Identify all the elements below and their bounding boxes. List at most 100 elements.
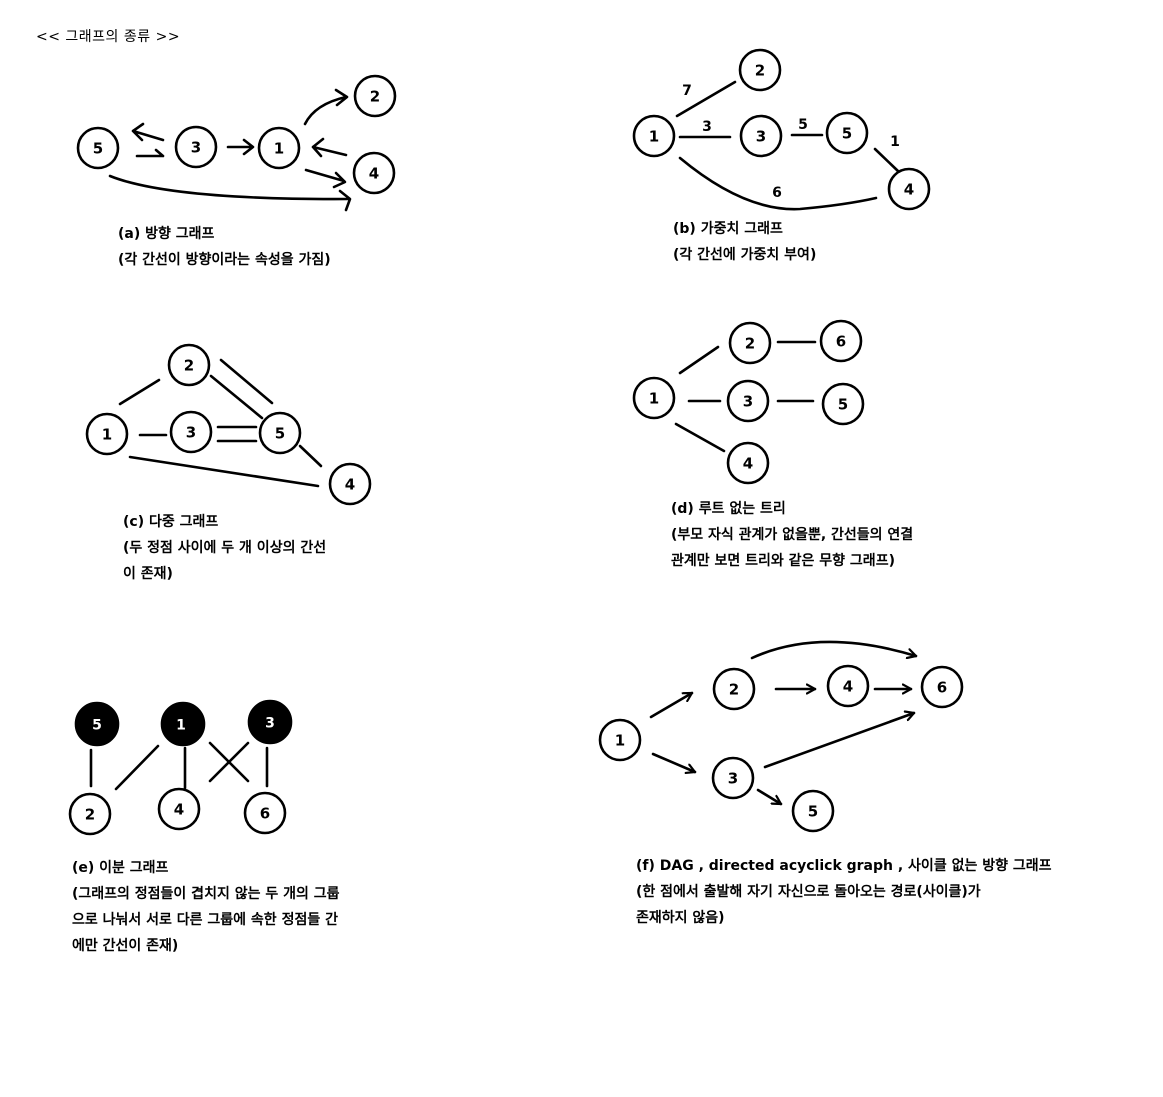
node-d-5-label: 5 xyxy=(838,396,848,414)
edge-c-2-5-b xyxy=(209,374,264,420)
node-e-1 xyxy=(160,701,206,747)
node-a-5 xyxy=(76,126,120,170)
node-a-1-label: 1 xyxy=(274,140,284,158)
caption-a-line-2: (각 간선이 방향이라는 속성을 가짐) xyxy=(118,252,331,268)
node-b-5-label: 5 xyxy=(842,125,852,143)
node-e-4 xyxy=(157,787,201,831)
node-e-6 xyxy=(243,791,287,835)
node-d-1 xyxy=(632,376,676,420)
caption-d-line-3: 관계만 보면 트리와 같은 무향 그래프) xyxy=(671,553,895,569)
node-b-5 xyxy=(825,111,869,155)
node-d-6 xyxy=(819,319,863,363)
caption-e-line-1: (e) 이분 그래프 xyxy=(72,860,169,876)
node-e-5-label: 5 xyxy=(92,718,102,734)
caption-d-line-2: (부모 자식 관계가 없을뿐, 간선들의 연결 xyxy=(671,527,914,543)
edge-f-1-2 xyxy=(649,691,694,719)
edge-a-3-5 xyxy=(131,122,165,142)
node-d-2-label: 2 xyxy=(745,335,755,353)
weight-b-5-4: 1 xyxy=(890,134,900,150)
node-f-3-label: 3 xyxy=(728,770,738,788)
edge-e-3-4 xyxy=(208,741,250,783)
node-e-1-label: 1 xyxy=(176,718,186,734)
caption-c-line-1: (c) 다중 그래프 xyxy=(123,514,219,530)
caption-f-line-3: 존재하지 않음) xyxy=(636,910,725,926)
node-f-1 xyxy=(598,718,642,762)
edge-d-1-4 xyxy=(674,422,726,453)
node-f-2 xyxy=(712,667,756,711)
node-a-1 xyxy=(257,126,301,170)
edge-f-2-6 xyxy=(750,640,918,660)
edge-a-1-4 xyxy=(304,168,347,189)
graph-d-unrooted-tree: 2 6 1 3 5 4 xyxy=(632,319,865,485)
node-f-2-label: 2 xyxy=(729,681,739,699)
caption-f-line-1: (f) DAG , directed acyclick graph , 사이클 … xyxy=(636,858,1052,874)
node-a-2 xyxy=(353,74,397,118)
node-c-4-label: 4 xyxy=(345,476,355,494)
node-c-2 xyxy=(167,343,211,387)
caption-f-line-2: (한 점에서 출발해 자기 자신으로 돌아오는 경로(사이클)가 xyxy=(636,884,981,900)
node-f-1-label: 1 xyxy=(615,732,625,750)
node-a-5-label: 5 xyxy=(93,140,103,158)
weight-b-1-3: 3 xyxy=(702,119,712,135)
edge-b-5-4 xyxy=(873,147,901,174)
edge-c-1-2 xyxy=(118,378,161,406)
node-d-4 xyxy=(726,441,770,485)
node-f-3 xyxy=(711,756,755,800)
caption-d: (d) 루트 없는 트리 (부모 자식 관계가 없을뿐, 간선들의 연결 관계만… xyxy=(671,496,913,574)
graph-a-directed: 5 3 1 2 4 xyxy=(76,74,397,212)
node-d-4-label: 4 xyxy=(743,455,753,473)
caption-b-line-1: (b) 가중치 그래프 xyxy=(673,221,783,237)
caption-c-line-2: (두 정점 사이에 두 개 이상의 간선 xyxy=(123,540,327,556)
node-f-6-label: 6 xyxy=(937,679,947,697)
caption-e-line-4: 에만 간선이 존재) xyxy=(72,938,179,954)
graph-f-dag: 2 4 6 1 3 5 xyxy=(598,640,964,833)
node-c-2-label: 2 xyxy=(184,357,194,375)
node-e-6-label: 6 xyxy=(260,805,270,823)
edge-a-5-4 xyxy=(108,174,352,212)
edge-c-2-5-a xyxy=(219,358,274,405)
caption-c: (c) 다중 그래프 (두 정점 사이에 두 개 이상의 간선 이 존재) xyxy=(123,509,326,587)
page-title: << 그래프의 종류 >> xyxy=(36,29,181,45)
edge-f-3-6 xyxy=(763,713,916,769)
node-a-4 xyxy=(352,151,396,195)
node-b-2-label: 2 xyxy=(755,62,765,80)
node-a-3-label: 3 xyxy=(191,139,201,157)
edge-e-1-2 xyxy=(114,744,160,791)
edge-c-1-4 xyxy=(128,455,320,488)
edge-f-1-3 xyxy=(651,752,697,772)
edge-b-1-4 xyxy=(678,156,878,211)
caption-e: (e) 이분 그래프 (그래프의 정점들이 겹치지 않는 두 개의 그룹 으로 … xyxy=(72,855,339,959)
node-f-4 xyxy=(826,664,870,708)
node-d-1-label: 1 xyxy=(649,390,659,408)
node-e-3 xyxy=(247,699,293,745)
edge-b-1-2 xyxy=(675,80,737,118)
node-b-2 xyxy=(738,48,782,92)
weight-b-1-4: 6 xyxy=(772,185,782,201)
node-c-5-label: 5 xyxy=(275,425,285,443)
graph-b-weighted: 7 3 5 1 6 1 2 3 5 4 xyxy=(632,48,931,211)
caption-b: (b) 가중치 그래프 (각 간선에 가중치 부여) xyxy=(673,216,816,268)
graph-c-multigraph: 2 1 3 5 4 xyxy=(85,343,372,506)
node-b-4-label: 4 xyxy=(904,181,914,199)
node-f-4-label: 4 xyxy=(843,678,853,696)
node-c-1-label: 1 xyxy=(102,426,112,444)
caption-a: (a) 방향 그래프 (각 간선이 방향이라는 속성을 가짐) xyxy=(118,221,331,273)
node-d-3 xyxy=(726,379,770,423)
edge-a-3-1 xyxy=(226,138,255,156)
node-e-2 xyxy=(68,792,112,836)
node-b-3-label: 3 xyxy=(756,128,766,146)
edge-f-3-5 xyxy=(756,788,783,806)
node-d-5 xyxy=(821,382,865,426)
caption-e-line-2: (그래프의 정점들이 겹치지 않는 두 개의 그룹 xyxy=(72,886,340,902)
node-e-5 xyxy=(74,701,120,747)
weight-b-3-5: 5 xyxy=(798,117,808,133)
node-e-2-label: 2 xyxy=(85,806,95,824)
node-d-2 xyxy=(728,321,772,365)
node-b-1 xyxy=(632,114,676,158)
node-c-4 xyxy=(328,462,372,506)
caption-f: (f) DAG , directed acyclick graph , 사이클 … xyxy=(636,853,1051,931)
node-b-4 xyxy=(887,167,931,211)
caption-a-line-1: (a) 방향 그래프 xyxy=(118,226,215,242)
node-b-3 xyxy=(739,114,783,158)
